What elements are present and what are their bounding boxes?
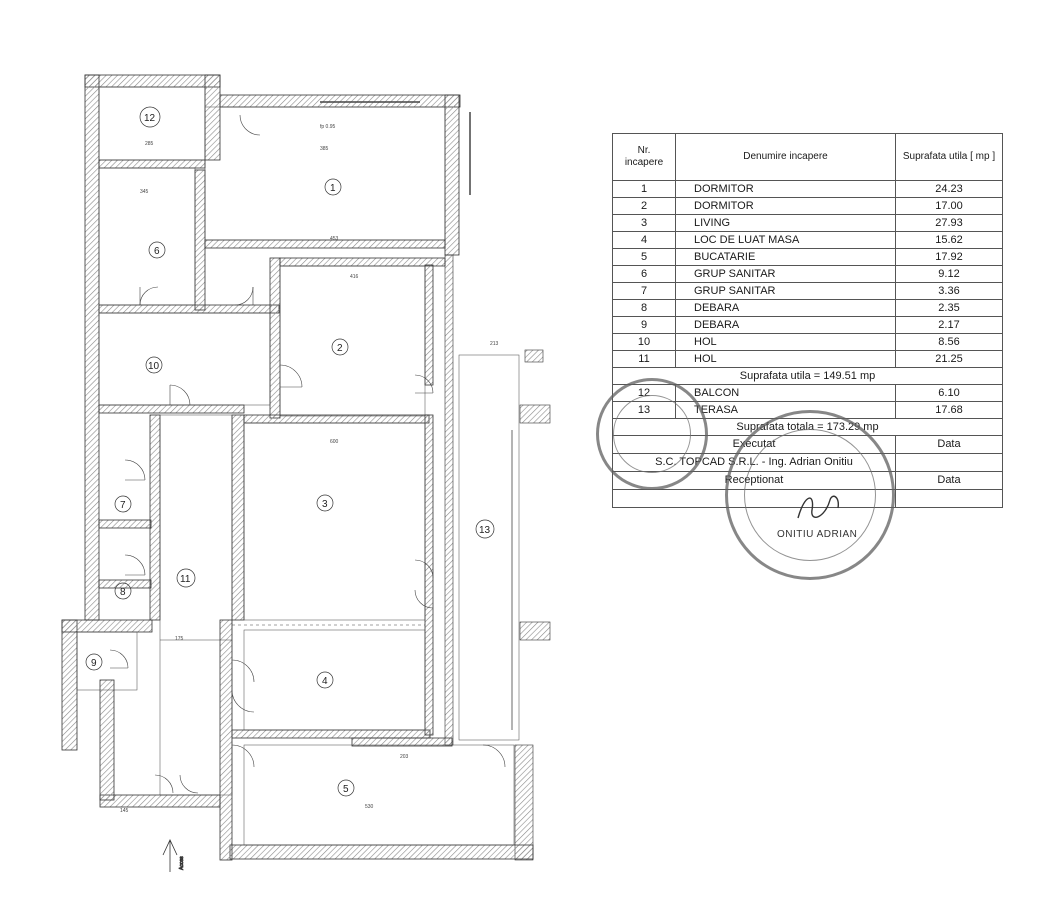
row-name: DEBARA	[675, 316, 896, 334]
row-nr: 3	[612, 214, 676, 232]
svg-text:600: 600	[330, 439, 339, 445]
svg-text:213: 213	[490, 341, 499, 347]
svg-text:530: 530	[365, 804, 374, 810]
row-area: 6.10	[895, 384, 1003, 402]
received-date-label: Data	[895, 471, 1003, 490]
row-nr: 4	[612, 231, 676, 249]
room-numbers: 12 1 6 2 10 3 7 13 11 8 9 4 5	[91, 113, 491, 795]
room-9-label: 9	[91, 658, 97, 669]
svg-text:416: 416	[350, 274, 359, 280]
row-name: BUCATARIE	[675, 248, 896, 266]
official-seal-stamp	[596, 378, 708, 490]
row-area: 15.62	[895, 231, 1003, 249]
row-area: 21.25	[895, 350, 1003, 368]
row-nr: 7	[612, 282, 676, 300]
row-name: GRUP SANITAR	[675, 282, 896, 300]
row-nr: 9	[612, 316, 676, 334]
executed-date-label: Data	[895, 435, 1003, 454]
received-date-value	[895, 489, 1003, 508]
svg-text:385: 385	[320, 146, 329, 152]
row-nr: 5	[612, 248, 676, 266]
row-area: 3.36	[895, 282, 1003, 300]
outer-walls	[61, 74, 551, 861]
room-6-label: 6	[154, 246, 160, 257]
row-area: 27.93	[895, 214, 1003, 232]
interior-lines	[76, 86, 520, 846]
row-name: DORMITOR	[675, 180, 896, 198]
room-12-label: 12	[144, 113, 156, 124]
row-name: HOL	[675, 350, 896, 368]
room-4-label: 4	[322, 676, 328, 687]
entrance-arrow-icon: Acces	[162, 839, 185, 872]
row-area: 24.23	[895, 180, 1003, 198]
header-area: Suprafata utila [ mp ]	[895, 133, 1003, 181]
doors	[109, 114, 506, 794]
room-2-label: 2	[337, 343, 343, 354]
room-5-label: 5	[343, 784, 349, 795]
room-3-label: 3	[322, 499, 328, 510]
row-area: 9.12	[895, 265, 1003, 283]
interior-walls	[98, 159, 453, 747]
dimension-marks: 285 385 fp 0.95 345 453 416 213 600 175 …	[120, 124, 499, 814]
floor-plan: 285 385 fp 0.95 345 453 416 213 600 175 …	[61, 74, 551, 872]
svg-text:345: 345	[140, 189, 149, 195]
row-area: 8.56	[895, 333, 1003, 351]
row-name: LIVING	[675, 214, 896, 232]
svg-text:175: 175	[175, 636, 184, 642]
room-10-label: 10	[148, 361, 160, 372]
stamp-name: ONITIU ADRIAN	[777, 529, 858, 540]
svg-text:285: 285	[145, 141, 154, 147]
room-number-markers	[85, 106, 495, 797]
svg-text:453: 453	[330, 236, 339, 242]
room-13-label: 13	[479, 525, 491, 536]
row-nr: 8	[612, 299, 676, 317]
row-name: LOC DE LUAT MASA	[675, 231, 896, 249]
row-area: 2.35	[895, 299, 1003, 317]
row-name: GRUP SANITAR	[675, 265, 896, 283]
row-nr: 2	[612, 197, 676, 215]
svg-text:145: 145	[120, 808, 129, 814]
row-nr: 1	[612, 180, 676, 198]
row-name: DEBARA	[675, 299, 896, 317]
executed-date-value	[895, 453, 1003, 472]
row-name: HOL	[675, 333, 896, 351]
svg-text:203: 203	[400, 754, 409, 760]
row-name: DORMITOR	[675, 197, 896, 215]
room-8-label: 8	[120, 587, 126, 598]
row-area: 17.68	[895, 401, 1003, 419]
room-1-label: 1	[330, 183, 336, 194]
floor-plan-drawing: 285 385 fp 0.95 345 453 416 213 600 175 …	[61, 74, 551, 872]
row-nr: 10	[612, 333, 676, 351]
row-area: 17.00	[895, 197, 1003, 215]
signature-icon	[797, 495, 840, 519]
row-name: BALCON	[675, 384, 896, 402]
entrance-label: Acces	[179, 856, 185, 870]
row-nr: 6	[612, 265, 676, 283]
authorization-stamp	[725, 410, 895, 580]
room-7-label: 7	[120, 500, 126, 511]
header-nr: Nr. incapere	[612, 133, 676, 181]
row-area: 2.17	[895, 316, 1003, 334]
row-nr: 11	[612, 350, 676, 368]
svg-text:fp 0.95: fp 0.95	[320, 124, 336, 130]
room-11-label: 11	[180, 574, 191, 585]
row-area: 17.92	[895, 248, 1003, 266]
header-name: Denumire incapere	[675, 133, 896, 181]
table-header-row: Nr. incapere Denumire incapere Suprafata…	[612, 133, 1003, 181]
